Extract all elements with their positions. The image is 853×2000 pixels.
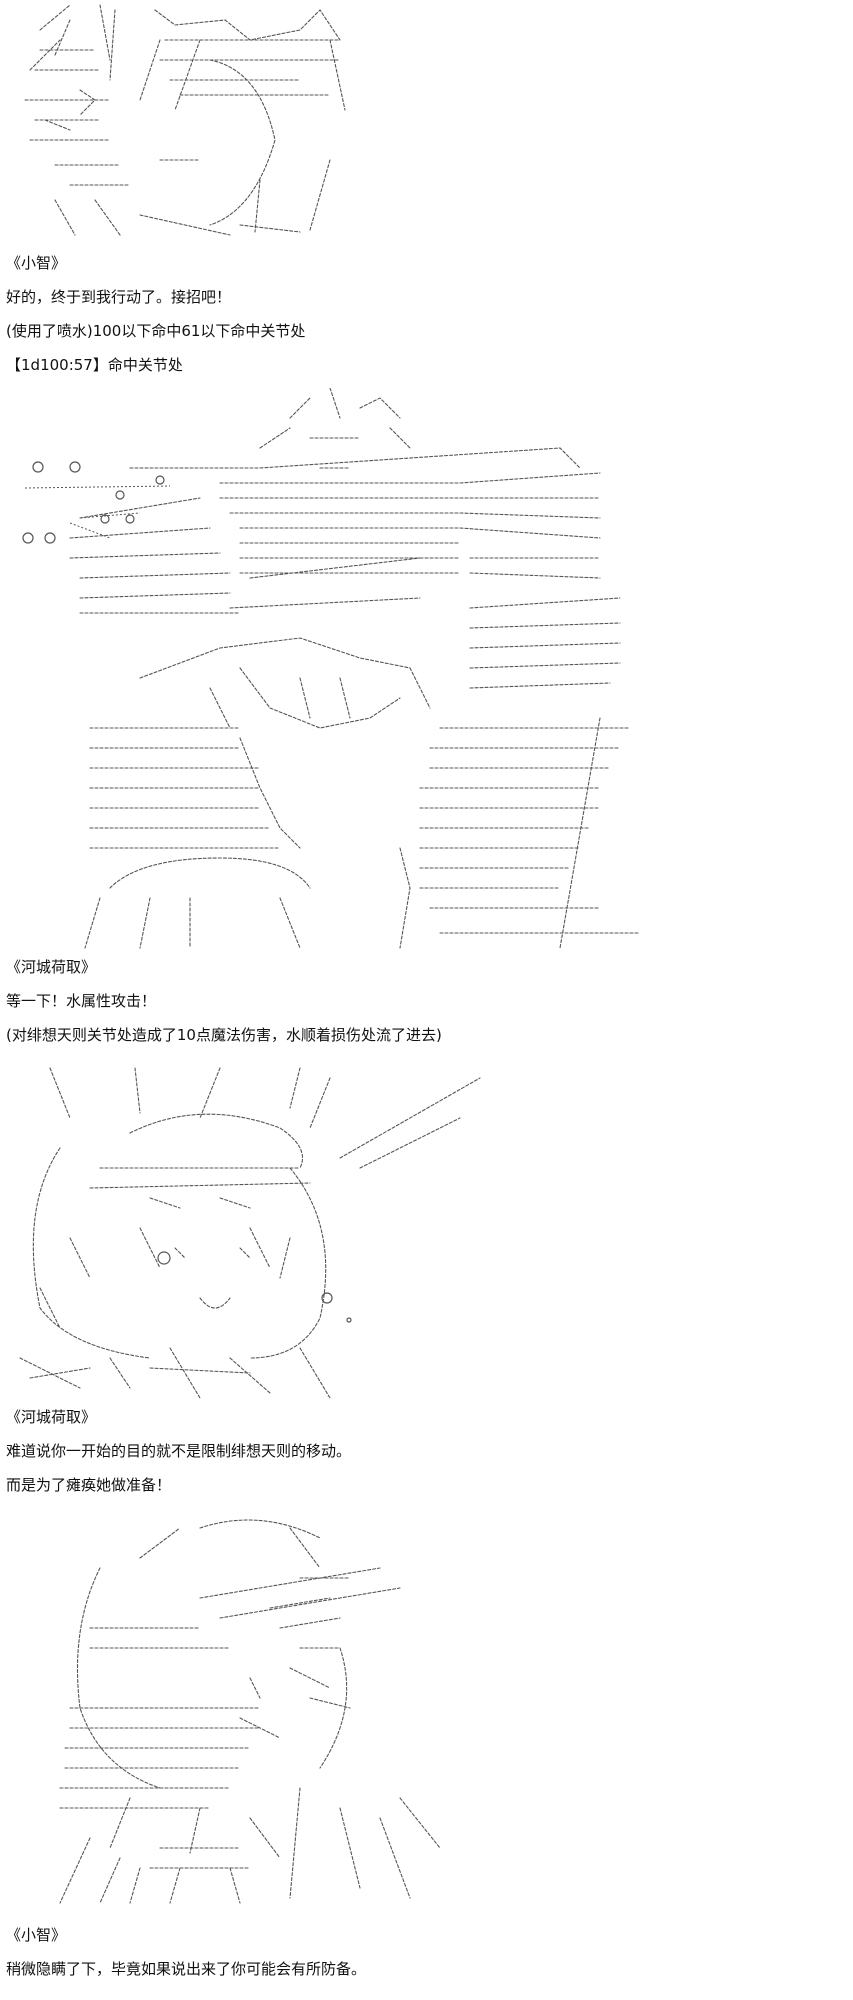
- dialogue-line: 而是为了瘫痪她做准备！: [6, 1476, 172, 1494]
- ascii-art-surprised: [0, 1058, 853, 1403]
- dialogue-line: 难道说你一开始的目的就不是限制绯想天则的移动。: [6, 1442, 352, 1460]
- narration-line: (对绯想天则关节处造成了10点魔法伤害，水顺着损伤处流了进去): [6, 1026, 442, 1044]
- ascii-art-cap-character: [0, 1508, 853, 1913]
- dice-roll-line: 【1d100:57】命中关节处: [6, 356, 183, 374]
- ascii-art-portrait-1: [0, 0, 853, 250]
- speaker-label: 《小智》: [6, 254, 67, 272]
- ascii-art-robot: [0, 388, 853, 953]
- narration-line: (使用了喷水)100以下命中61以下命中关节处: [6, 322, 306, 340]
- dialogue-line: 稍微隐瞒了下，毕竟如果说出来了你可能会有所防备。: [6, 1960, 367, 1978]
- speaker-label: 《小智》: [6, 1926, 67, 1944]
- ascii-art-cap-character-drawing: [0, 1508, 853, 1913]
- speaker-label: 《河城荷取》: [6, 1408, 97, 1426]
- ascii-art-robot-drawing: [0, 388, 853, 953]
- dialogue-line: 等一下！水属性攻击！: [6, 992, 157, 1010]
- ascii-art-portrait-1-drawing: [0, 0, 853, 250]
- speaker-label: 《河城荷取》: [6, 958, 97, 976]
- dialogue-line: 好的，终于到我行动了。接招吧！: [6, 288, 232, 306]
- ascii-art-surprised-drawing: [0, 1058, 853, 1403]
